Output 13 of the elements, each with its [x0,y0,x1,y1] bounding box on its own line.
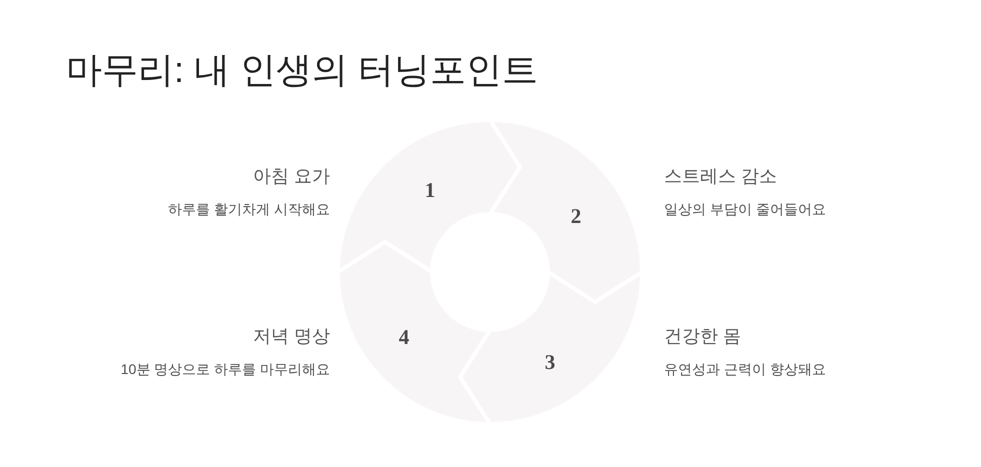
step-title: 건강한 몸 [664,325,742,348]
step-title: 스트레스 감소 [664,165,778,188]
step-description: 하루를 활기차게 시작해요 [168,200,330,219]
title: 마무리: 내 인생의 터닝포인트 [66,48,538,92]
step-number: 1 [424,178,436,202]
step-description: 10분 명상으로 하루를 마무리해요 [120,360,330,379]
step-number: 2 [570,204,582,228]
step-title: 아침 요가 [252,165,330,188]
step-title: 저녁 명상 [252,325,330,348]
step-number: 3 [544,350,556,374]
step-description: 유연성과 근력이 향상돼요 [664,360,826,379]
step-number: 4 [398,325,410,349]
step-description: 일상의 부담이 줄어들어요 [664,200,826,219]
